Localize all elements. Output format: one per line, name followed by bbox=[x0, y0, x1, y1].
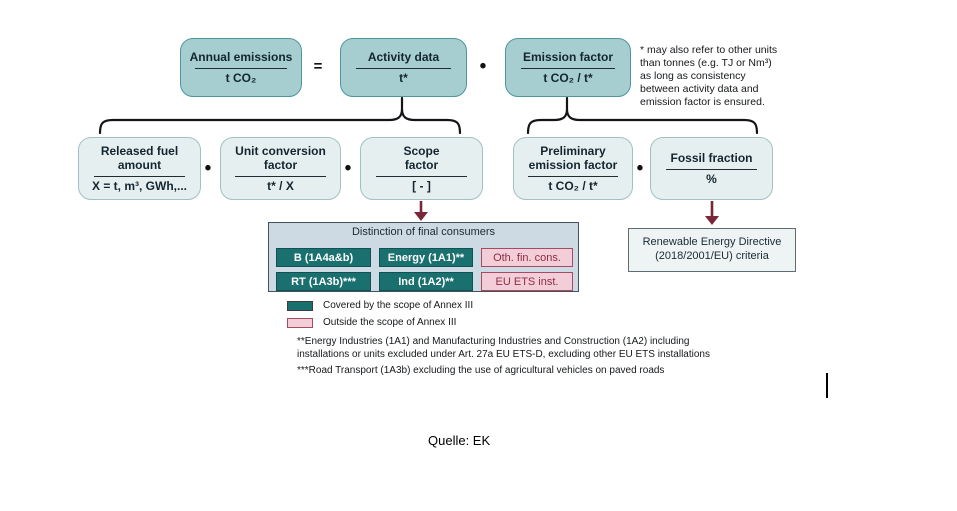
consumer-cell-b: B (1A4a&b) bbox=[276, 248, 371, 267]
unit-note: * may also refer to other units than ton… bbox=[640, 44, 778, 109]
fraction-line bbox=[520, 67, 616, 69]
fraction-line bbox=[528, 176, 618, 178]
box-title: Unit conversion factor bbox=[235, 143, 326, 172]
multiply-dot-icon: • bbox=[636, 158, 644, 179]
multiply-dot-icon: • bbox=[479, 56, 487, 77]
box-title: Released fuel amount bbox=[100, 143, 179, 172]
fraction-line bbox=[665, 168, 758, 170]
footnote-road-transport: ***Road Transport (1A3b) excluding the u… bbox=[297, 365, 665, 376]
box-unit: t CO₂ / t* bbox=[543, 70, 593, 85]
consumer-cell-rt: RT (1A3b)*** bbox=[276, 272, 371, 291]
box-title: Activity data bbox=[367, 49, 440, 64]
released-fuel-box: Released fuel amount X = t, m³, GWh,... bbox=[78, 137, 201, 200]
fraction-line bbox=[356, 67, 451, 69]
outside-swatch-icon bbox=[287, 317, 313, 328]
preliminary-emission-factor-box: Preliminary emission factor t CO₂ / t* bbox=[513, 137, 633, 200]
fraction-line bbox=[195, 67, 287, 69]
unit-conversion-box: Unit conversion factor t* / X bbox=[220, 137, 341, 200]
box-title: Annual emissions bbox=[189, 49, 293, 64]
covered-swatch-icon bbox=[287, 300, 313, 311]
box-unit: t* bbox=[399, 70, 408, 85]
box-title: Fossil fraction bbox=[670, 150, 753, 165]
legend-label: Covered by the scope of Annex III bbox=[323, 300, 474, 311]
legend-row-outside: Outside the scope of Annex III bbox=[287, 317, 456, 328]
box-unit: t* / X bbox=[267, 179, 294, 194]
fossil-arrowhead-icon bbox=[705, 216, 719, 225]
fossil-fraction-box: Fossil fraction % bbox=[650, 137, 773, 200]
footnote-energy-industries: **Energy Industries (1A1) and Manufactur… bbox=[297, 336, 710, 360]
legend-label: Outside the scope of Annex III bbox=[323, 317, 457, 328]
consumers-table-title: Distinction of final consumers bbox=[351, 226, 496, 238]
box-title: Scope factor bbox=[403, 143, 440, 172]
box-unit: t CO₂ / t* bbox=[548, 179, 598, 194]
source-caption: Quelle: EK bbox=[428, 433, 491, 448]
left-brace-icon bbox=[98, 96, 462, 135]
fraction-line bbox=[93, 176, 186, 178]
box-unit: % bbox=[706, 171, 717, 186]
consumer-cell-ind: Ind (1A2)** bbox=[379, 272, 473, 291]
annual-emissions-box: Annual emissions t CO₂ bbox=[180, 38, 302, 97]
box-unit: X = t, m³, GWh,... bbox=[91, 179, 187, 194]
box-title: Emission factor bbox=[522, 49, 614, 64]
equals-operator: = bbox=[313, 58, 323, 75]
activity-data-box: Activity data t* bbox=[340, 38, 467, 97]
multiply-dot-icon: • bbox=[344, 158, 352, 179]
consumer-cell-oth: Oth. fin. cons. bbox=[481, 248, 573, 267]
box-unit: t CO₂ bbox=[225, 70, 257, 85]
renewable-directive-box: Renewable Energy Directive (2018/2001/EU… bbox=[628, 228, 796, 272]
consumers-table: Distinction of final consumers B (1A4a&b… bbox=[268, 222, 579, 292]
consumer-cell-euets: EU ETS inst. bbox=[481, 272, 573, 291]
scope-factor-box: Scope factor [ - ] bbox=[360, 137, 483, 200]
fraction-line bbox=[375, 176, 468, 178]
emission-factor-box: Emission factor t CO₂ / t* bbox=[505, 38, 631, 97]
consumer-cell-energy: Energy (1A1)** bbox=[379, 248, 473, 267]
legend-row-covered: Covered by the scope of Annex III bbox=[287, 300, 473, 311]
fraction-line bbox=[235, 176, 326, 178]
multiply-dot-icon: • bbox=[204, 158, 212, 179]
box-title: Preliminary emission factor bbox=[528, 143, 618, 172]
text-cursor bbox=[826, 373, 828, 398]
scope-arrowhead-icon bbox=[414, 212, 428, 221]
box-unit: [ - ] bbox=[412, 179, 431, 194]
